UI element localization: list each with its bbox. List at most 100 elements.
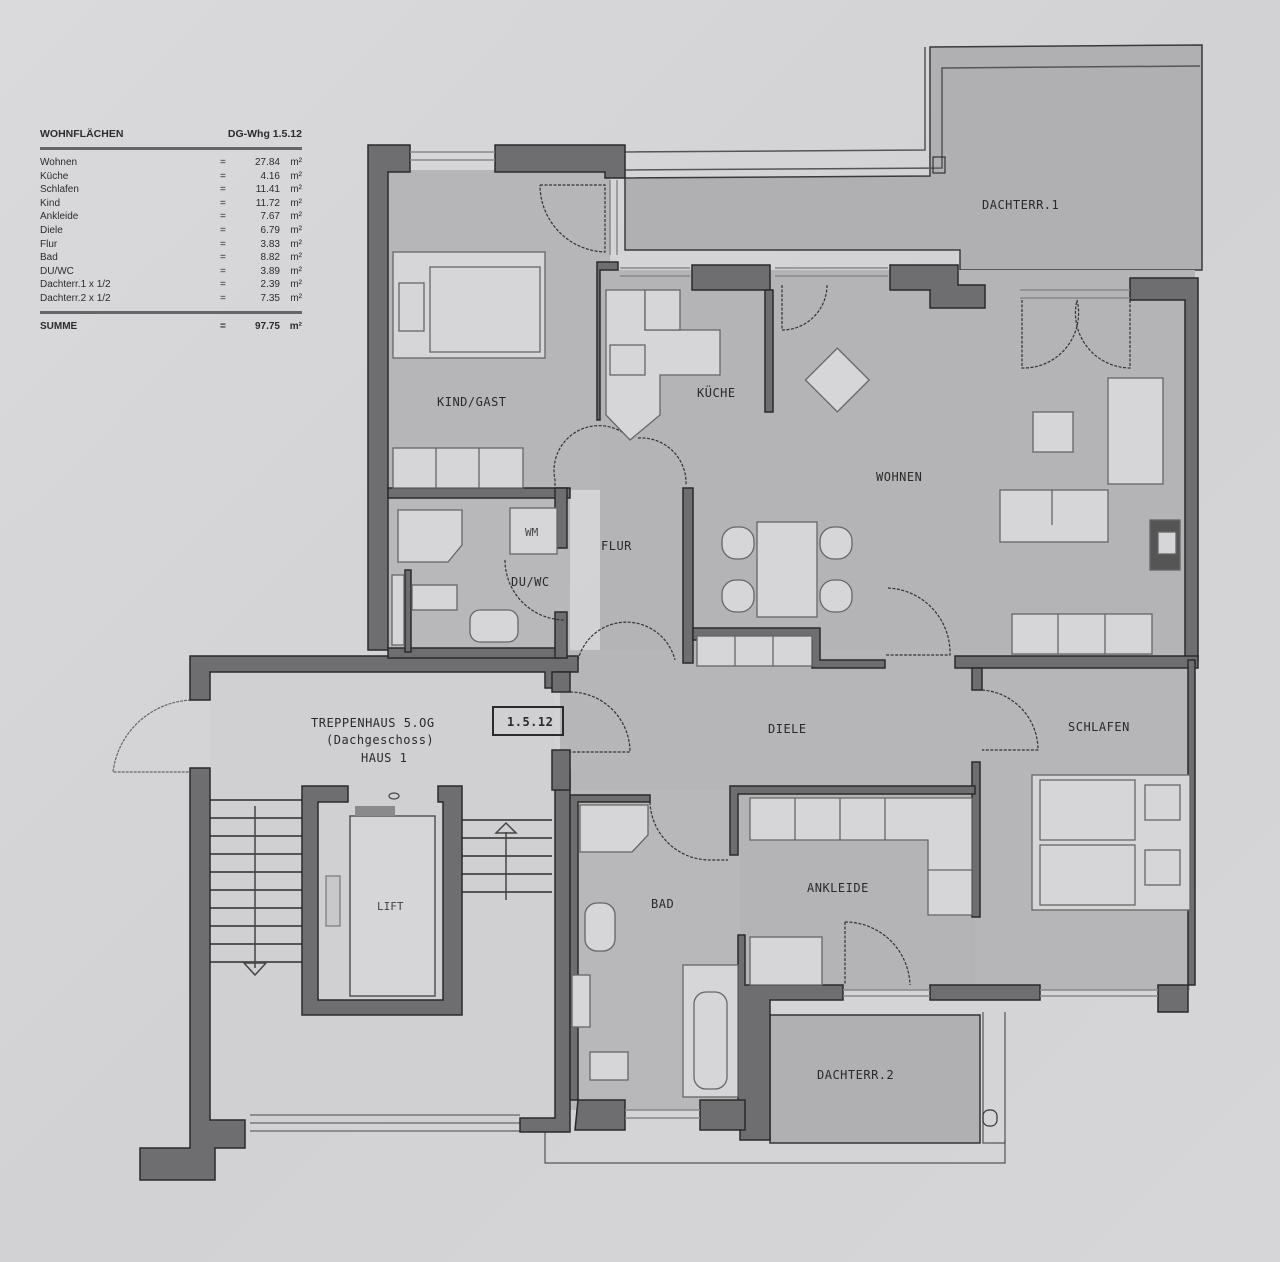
sofa-side — [1107, 377, 1164, 485]
bathtub-inner — [693, 991, 728, 1090]
mattress-kind — [429, 266, 541, 353]
stairs-left — [210, 799, 302, 963]
area-eq: = — [220, 170, 226, 182]
area-label: Diele — [40, 224, 63, 236]
area-label: Flur — [40, 238, 58, 250]
dining-table — [756, 521, 818, 618]
shower-du-wc — [397, 509, 463, 563]
label-diele: DIELE — [768, 722, 807, 736]
room-labels: DACHTERR.1 KIND/GAST KÜCHE WOHNEN FLUR D… — [311, 198, 1130, 1082]
shower-bad — [579, 804, 649, 853]
area-value: 4.16 — [260, 170, 280, 182]
area-label: Wohnen — [40, 157, 78, 168]
armchair — [804, 347, 871, 413]
area-value: 8.82 — [260, 252, 280, 264]
area-label: Dachterr.1 x 1/2 — [40, 279, 111, 291]
label-kind-gast: KIND/GAST — [437, 395, 507, 409]
stairwell-label-line3: HAUS 1 — [361, 751, 407, 765]
area-eq: = — [220, 184, 226, 196]
door-wohnen-terrace — [781, 284, 828, 331]
label-schlafen: SCHLAFEN — [1068, 720, 1130, 734]
label-dachterr-2: DACHTERR.2 — [817, 1068, 894, 1082]
area-label: Schlafen — [40, 184, 79, 196]
area-label: Kind — [40, 197, 61, 209]
doors — [504, 184, 1131, 986]
area-eq: = — [220, 197, 226, 209]
walls — [139, 144, 1199, 1181]
lift-call-button-icon — [388, 792, 400, 800]
area-unit: m² — [290, 157, 302, 168]
lift-counterweight — [325, 875, 341, 927]
label-wm: WM — [525, 526, 539, 539]
area-label: Küche — [40, 170, 69, 182]
stairwell-label-line2: (Dachgeschoss) — [326, 733, 434, 747]
area-label: Ankleide — [40, 211, 79, 223]
stairwell — [112, 672, 555, 1132]
sofa-main — [999, 489, 1109, 543]
toilet-bad — [589, 1051, 629, 1081]
sideboard-wohnen — [1011, 613, 1153, 655]
area-value: 27.84 — [254, 157, 280, 168]
door-kind-terrace — [539, 184, 606, 253]
label-kueche: KÜCHE — [697, 384, 736, 400]
nightstand-1 — [1144, 784, 1181, 821]
area-eq: = — [220, 238, 226, 250]
stair-down-arrow-icon — [242, 962, 268, 977]
kitchen-sink — [644, 289, 681, 331]
area-label: Dachterr.2 x 1/2 — [40, 292, 111, 304]
door-stairwell-apartment — [569, 691, 631, 753]
drain-icon — [932, 156, 946, 174]
lift-cabin — [349, 815, 436, 997]
label-wohnen: WOHNEN — [876, 470, 922, 484]
wardrobe-flur — [696, 635, 813, 667]
stairs-right — [462, 819, 552, 893]
area-sum-value: 97.75 — [254, 320, 280, 332]
stairwell-label-line1: TREPPENHAUS 5.OG — [311, 716, 435, 730]
area-eq: = — [220, 292, 226, 304]
area-eq: = — [220, 320, 226, 332]
wardrobe-kind — [392, 447, 524, 489]
area-unit: m² — [290, 211, 302, 223]
area-unit: m² — [289, 320, 302, 332]
area-eq: = — [220, 265, 226, 277]
chair — [721, 579, 755, 613]
area-value: 7.35 — [260, 292, 280, 304]
sink-bad — [584, 902, 616, 952]
area-unit: m² — [290, 265, 302, 277]
area-unit: m² — [290, 224, 302, 236]
mattress-2 — [1039, 844, 1136, 906]
area-table-rows: Wohnen = 27.84 m² Küche = 4.16 m² Schlafen = 11.… — [40, 156, 302, 306]
door-wohnen-diele — [885, 587, 951, 656]
lift-door — [355, 806, 395, 816]
area-unit: m² — [290, 184, 302, 196]
door-flur-pair — [553, 425, 687, 500]
door-bad — [649, 801, 728, 861]
area-table-sum-rule — [40, 310, 302, 314]
furniture — [391, 251, 1191, 1098]
area-value: 11.41 — [255, 184, 280, 196]
drain-icon — [982, 1109, 998, 1127]
unit-badge: 1.5.12 — [507, 715, 553, 729]
label-du-wc: DU/WC — [511, 575, 550, 589]
area-unit: m² — [290, 197, 302, 209]
area-row: Kind = 11.72 m² — [40, 197, 302, 211]
area-eq: = — [220, 279, 226, 291]
unit-badge-frame — [492, 706, 564, 736]
area-value: 11.72 — [255, 197, 280, 209]
roof-terrace-1 — [624, 44, 1203, 271]
double-door-wohnen — [1021, 299, 1131, 369]
dresser-ankleide — [749, 936, 823, 986]
fireplace-inner — [1157, 531, 1177, 555]
area-value: 6.79 — [260, 224, 280, 236]
door-flur-diele — [577, 621, 676, 661]
area-eq: = — [220, 252, 226, 264]
area-value: 2.39 — [260, 279, 280, 291]
